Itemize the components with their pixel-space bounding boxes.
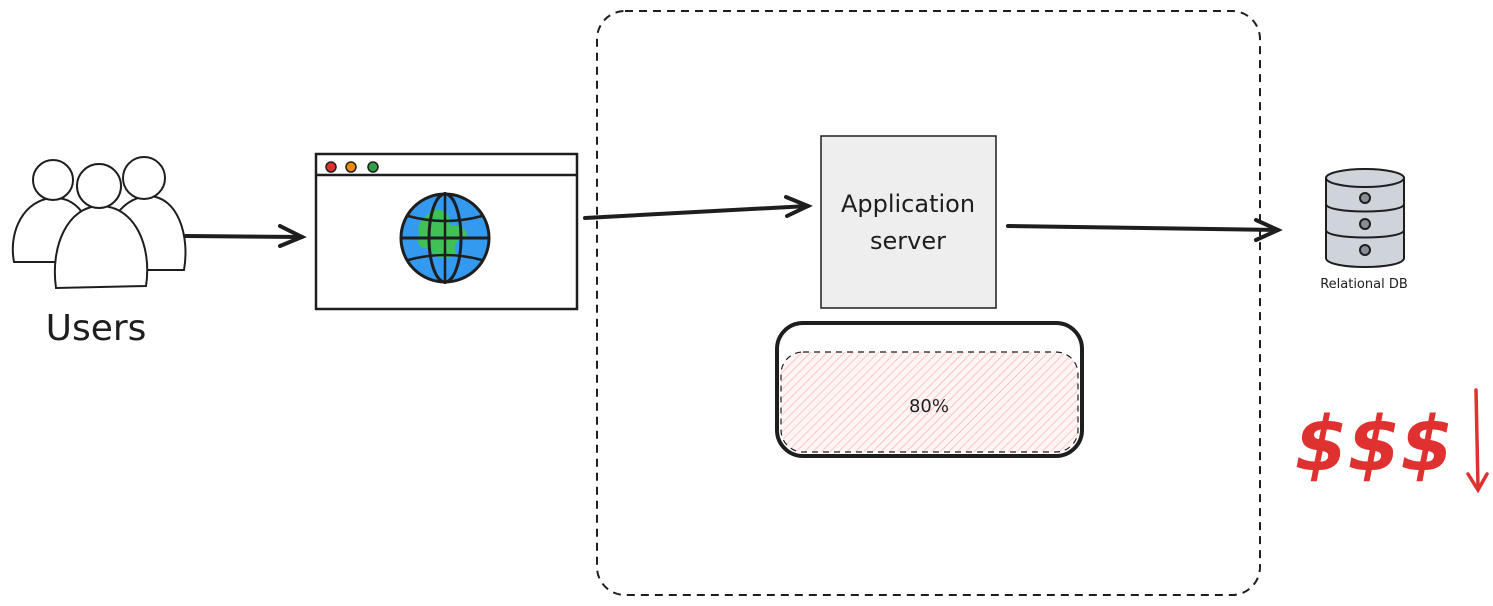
arrow-browser-to-server [583,195,813,220]
browser-dot-red [325,161,337,173]
utilization-label: 80% [909,396,949,417]
users-icon [11,156,187,290]
application-server-label-line1: Application [841,190,975,218]
application-server-label-line2: server [870,227,946,255]
database-icon [1325,168,1405,268]
application-server-box [820,135,997,309]
utilization-fill [780,351,1079,453]
utilization-bar: 80% [775,321,1084,458]
browser-dot-yellow [345,161,357,173]
users-label: Users [46,308,147,349]
database-label: Relational DB [1320,277,1408,292]
browser-dot-green [367,161,379,173]
system-boundary [596,10,1261,596]
cost-label: $$$ [1295,399,1454,488]
cost-down-arrow-icon [1466,388,1489,494]
arrow-server-to-db [1006,218,1283,242]
arrow-users-to-browser [184,224,307,248]
globe-icon [399,192,491,284]
